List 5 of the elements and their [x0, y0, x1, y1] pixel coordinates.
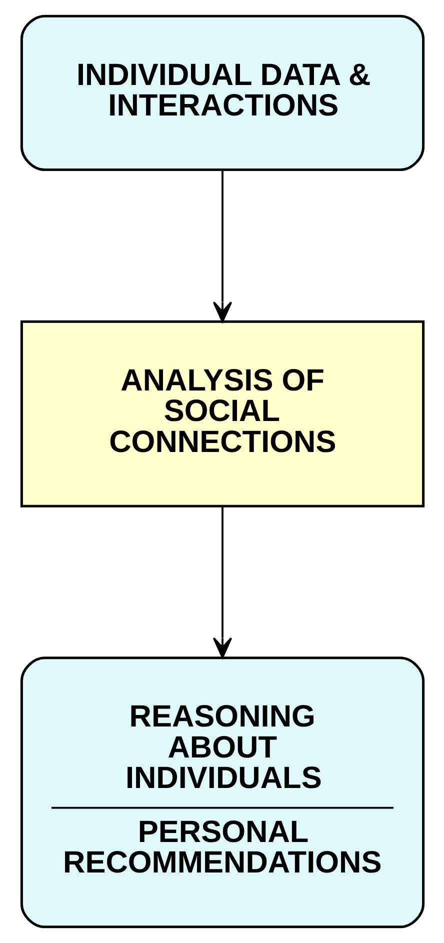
node-box: REASONING ABOUT INDIVIDUALS PERSONAL RECOMMENDATIONS	[20, 656, 424, 928]
node-box: ANALYSIS OF SOCIAL CONNECTIONS	[20, 320, 424, 508]
node-box: INDIVIDUAL DATA & INTERACTIONS	[20, 14, 424, 172]
arrow	[212, 506, 232, 658]
arrow	[212, 170, 232, 322]
